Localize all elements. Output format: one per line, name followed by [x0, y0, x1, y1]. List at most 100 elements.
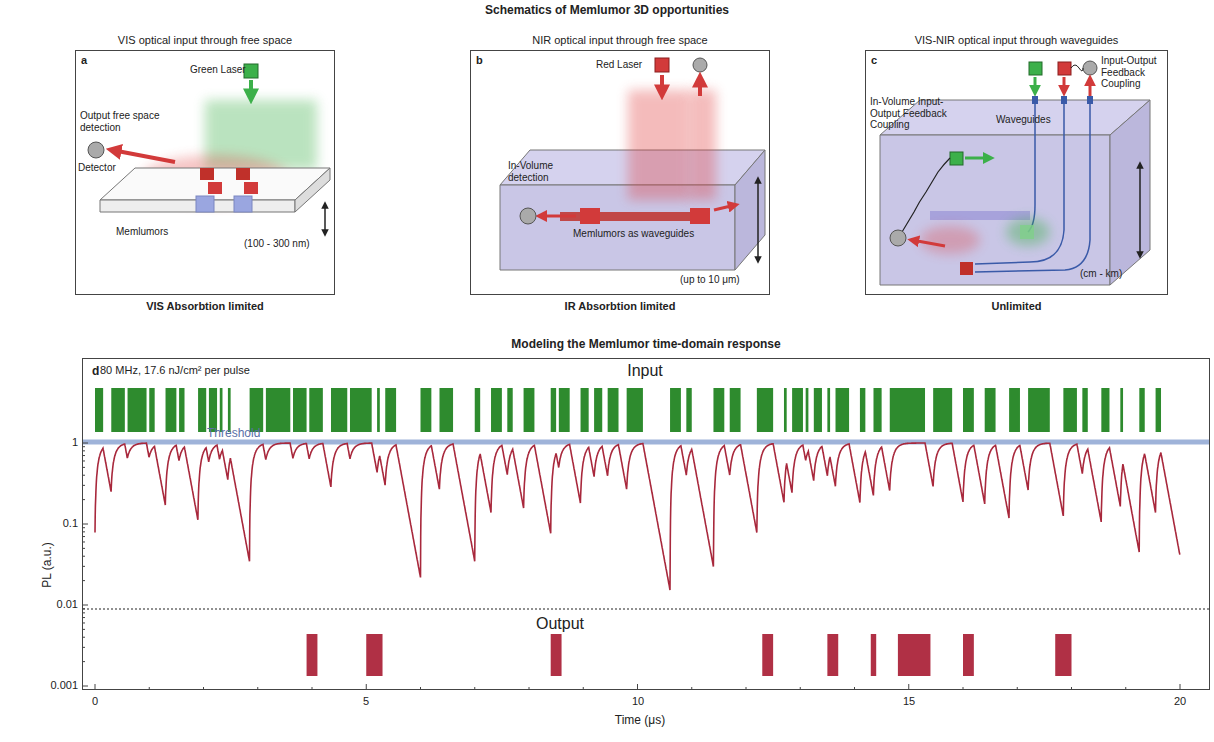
panel-letter: d — [92, 364, 99, 378]
detector-label: Detector — [78, 162, 116, 174]
pulse-bar — [128, 388, 147, 432]
pulse-bar — [507, 388, 512, 432]
pulse-bar — [784, 388, 787, 432]
pulse-bar — [594, 388, 602, 432]
pulse-bar — [814, 388, 822, 432]
output-label: Output — [533, 615, 587, 633]
tick-label: 0.01 — [57, 598, 78, 611]
laser-label: Green Laser — [190, 64, 246, 76]
pulse-bar — [331, 388, 347, 432]
pulse-bar — [111, 388, 125, 432]
pulse-bar — [1028, 388, 1050, 432]
pulse-bar — [873, 388, 881, 432]
pulse-bar — [179, 388, 184, 432]
panel-caption: VIS Absorbtion limited — [36, 300, 374, 312]
pulse-bar — [209, 388, 217, 432]
waveguide-label: Waveguides — [996, 114, 1051, 126]
pulse-bar — [871, 634, 876, 676]
panel-letter: b — [476, 54, 483, 66]
figure-title: Schematics of Memlumor 3D opportunities — [0, 3, 1214, 17]
pulse-bar — [559, 388, 570, 432]
tick-label: 0 — [92, 695, 98, 708]
panel-c-illustration — [880, 61, 1150, 285]
pulse-bar — [491, 388, 502, 432]
pulse-bar — [1139, 388, 1144, 432]
pulse-bar — [757, 388, 773, 432]
pulse-bar — [377, 388, 380, 432]
pulse-bar — [898, 634, 931, 676]
pulse-bar — [608, 388, 619, 432]
tick-label: 20 — [1174, 695, 1186, 708]
panel-heading: NIR optical input through free space — [431, 34, 809, 46]
pulse-bar — [524, 388, 535, 432]
pulse-bar — [1101, 388, 1109, 432]
pulse-bar — [963, 634, 974, 676]
pulse-bar — [985, 388, 996, 432]
axis-title: Time (μs) — [615, 714, 665, 728]
coupling-label: In-Volume Input-Output Feedback Coupling — [870, 96, 950, 131]
panel-letter: c — [871, 54, 877, 66]
pulse-bar — [475, 388, 480, 432]
pulse-bar — [581, 388, 589, 432]
panel-caption: Unlimited — [826, 300, 1207, 312]
threshold-label: Threshold — [207, 427, 260, 441]
tick-label: 0.1 — [63, 517, 78, 530]
panel-heading: Modeling the Memlumor time-domain respon… — [43, 337, 1214, 351]
pl-trace — [95, 443, 1180, 590]
pulse-bar — [439, 388, 453, 432]
pulse-bar — [762, 634, 773, 676]
tick-label: 1 — [72, 436, 78, 449]
input-label: Input — [627, 362, 663, 380]
pulse-bar — [350, 388, 372, 432]
coupling-label: Input-Output Feedback Coupling — [1101, 55, 1163, 90]
pulse-bar — [228, 388, 231, 432]
pulse-bar — [836, 388, 850, 432]
pulse-bar — [1009, 388, 1020, 432]
pulse-bar — [250, 388, 264, 432]
panel-heading: VIS optical input through free space — [36, 34, 374, 46]
time-domain-plot — [82, 388, 1209, 690]
panel-a-illustration — [88, 64, 330, 233]
pulse-bar — [963, 388, 974, 432]
tick-label: 10 — [632, 695, 644, 708]
pulse-bar — [860, 388, 865, 432]
pulse-bar — [149, 388, 154, 432]
pulse-bar — [792, 388, 803, 432]
pulse-bar — [1063, 388, 1077, 432]
pulse-bar — [551, 388, 556, 432]
pulse-bar — [933, 388, 952, 432]
panel-caption: IR Absorbtion limited — [431, 300, 809, 312]
pulse-bar — [713, 388, 724, 432]
pulse-bar — [827, 388, 830, 432]
pulse-bar — [1055, 634, 1071, 676]
pulse-bar — [307, 634, 318, 676]
plot-panel-box: Modeling the Memlumor time-domain respon… — [82, 358, 1210, 690]
laser-label: Red Laser — [596, 59, 642, 71]
pulse-bar — [385, 388, 396, 432]
pulse-bar — [806, 388, 809, 432]
axis-title: PL (a.u.) — [41, 542, 55, 588]
detector-label: Output free space detection — [80, 110, 160, 133]
detector-label: In-Volume detection — [508, 160, 568, 183]
pulse-bar — [890, 388, 925, 432]
pulse-bar — [551, 634, 562, 676]
pulse-bar — [627, 388, 643, 432]
thickness-dimension: (up to 10 μm) — [680, 274, 740, 286]
tick-label: 15 — [903, 695, 915, 708]
pulse-bar — [95, 388, 103, 432]
thickness-dimension: (100 - 300 nm) — [244, 238, 310, 250]
pulse-bar — [686, 388, 691, 432]
thickness-dimension: (cm - km) — [1080, 268, 1122, 280]
pulse-bar — [166, 388, 177, 432]
tick-label: 0.001 — [50, 679, 78, 692]
pulse-bar — [198, 388, 206, 432]
pulse-bar — [1120, 388, 1123, 432]
pulse-bar — [293, 388, 307, 432]
pulse-bar — [220, 388, 223, 432]
tick-label: 5 — [363, 695, 369, 708]
pulse-bar — [1156, 388, 1161, 432]
panel-letter: a — [81, 54, 87, 66]
waveguide-label: Memlumors as waveguides — [573, 228, 694, 240]
pulse-bar — [421, 388, 432, 432]
panel-heading: VIS-NIR optical input through waveguides — [826, 34, 1207, 46]
